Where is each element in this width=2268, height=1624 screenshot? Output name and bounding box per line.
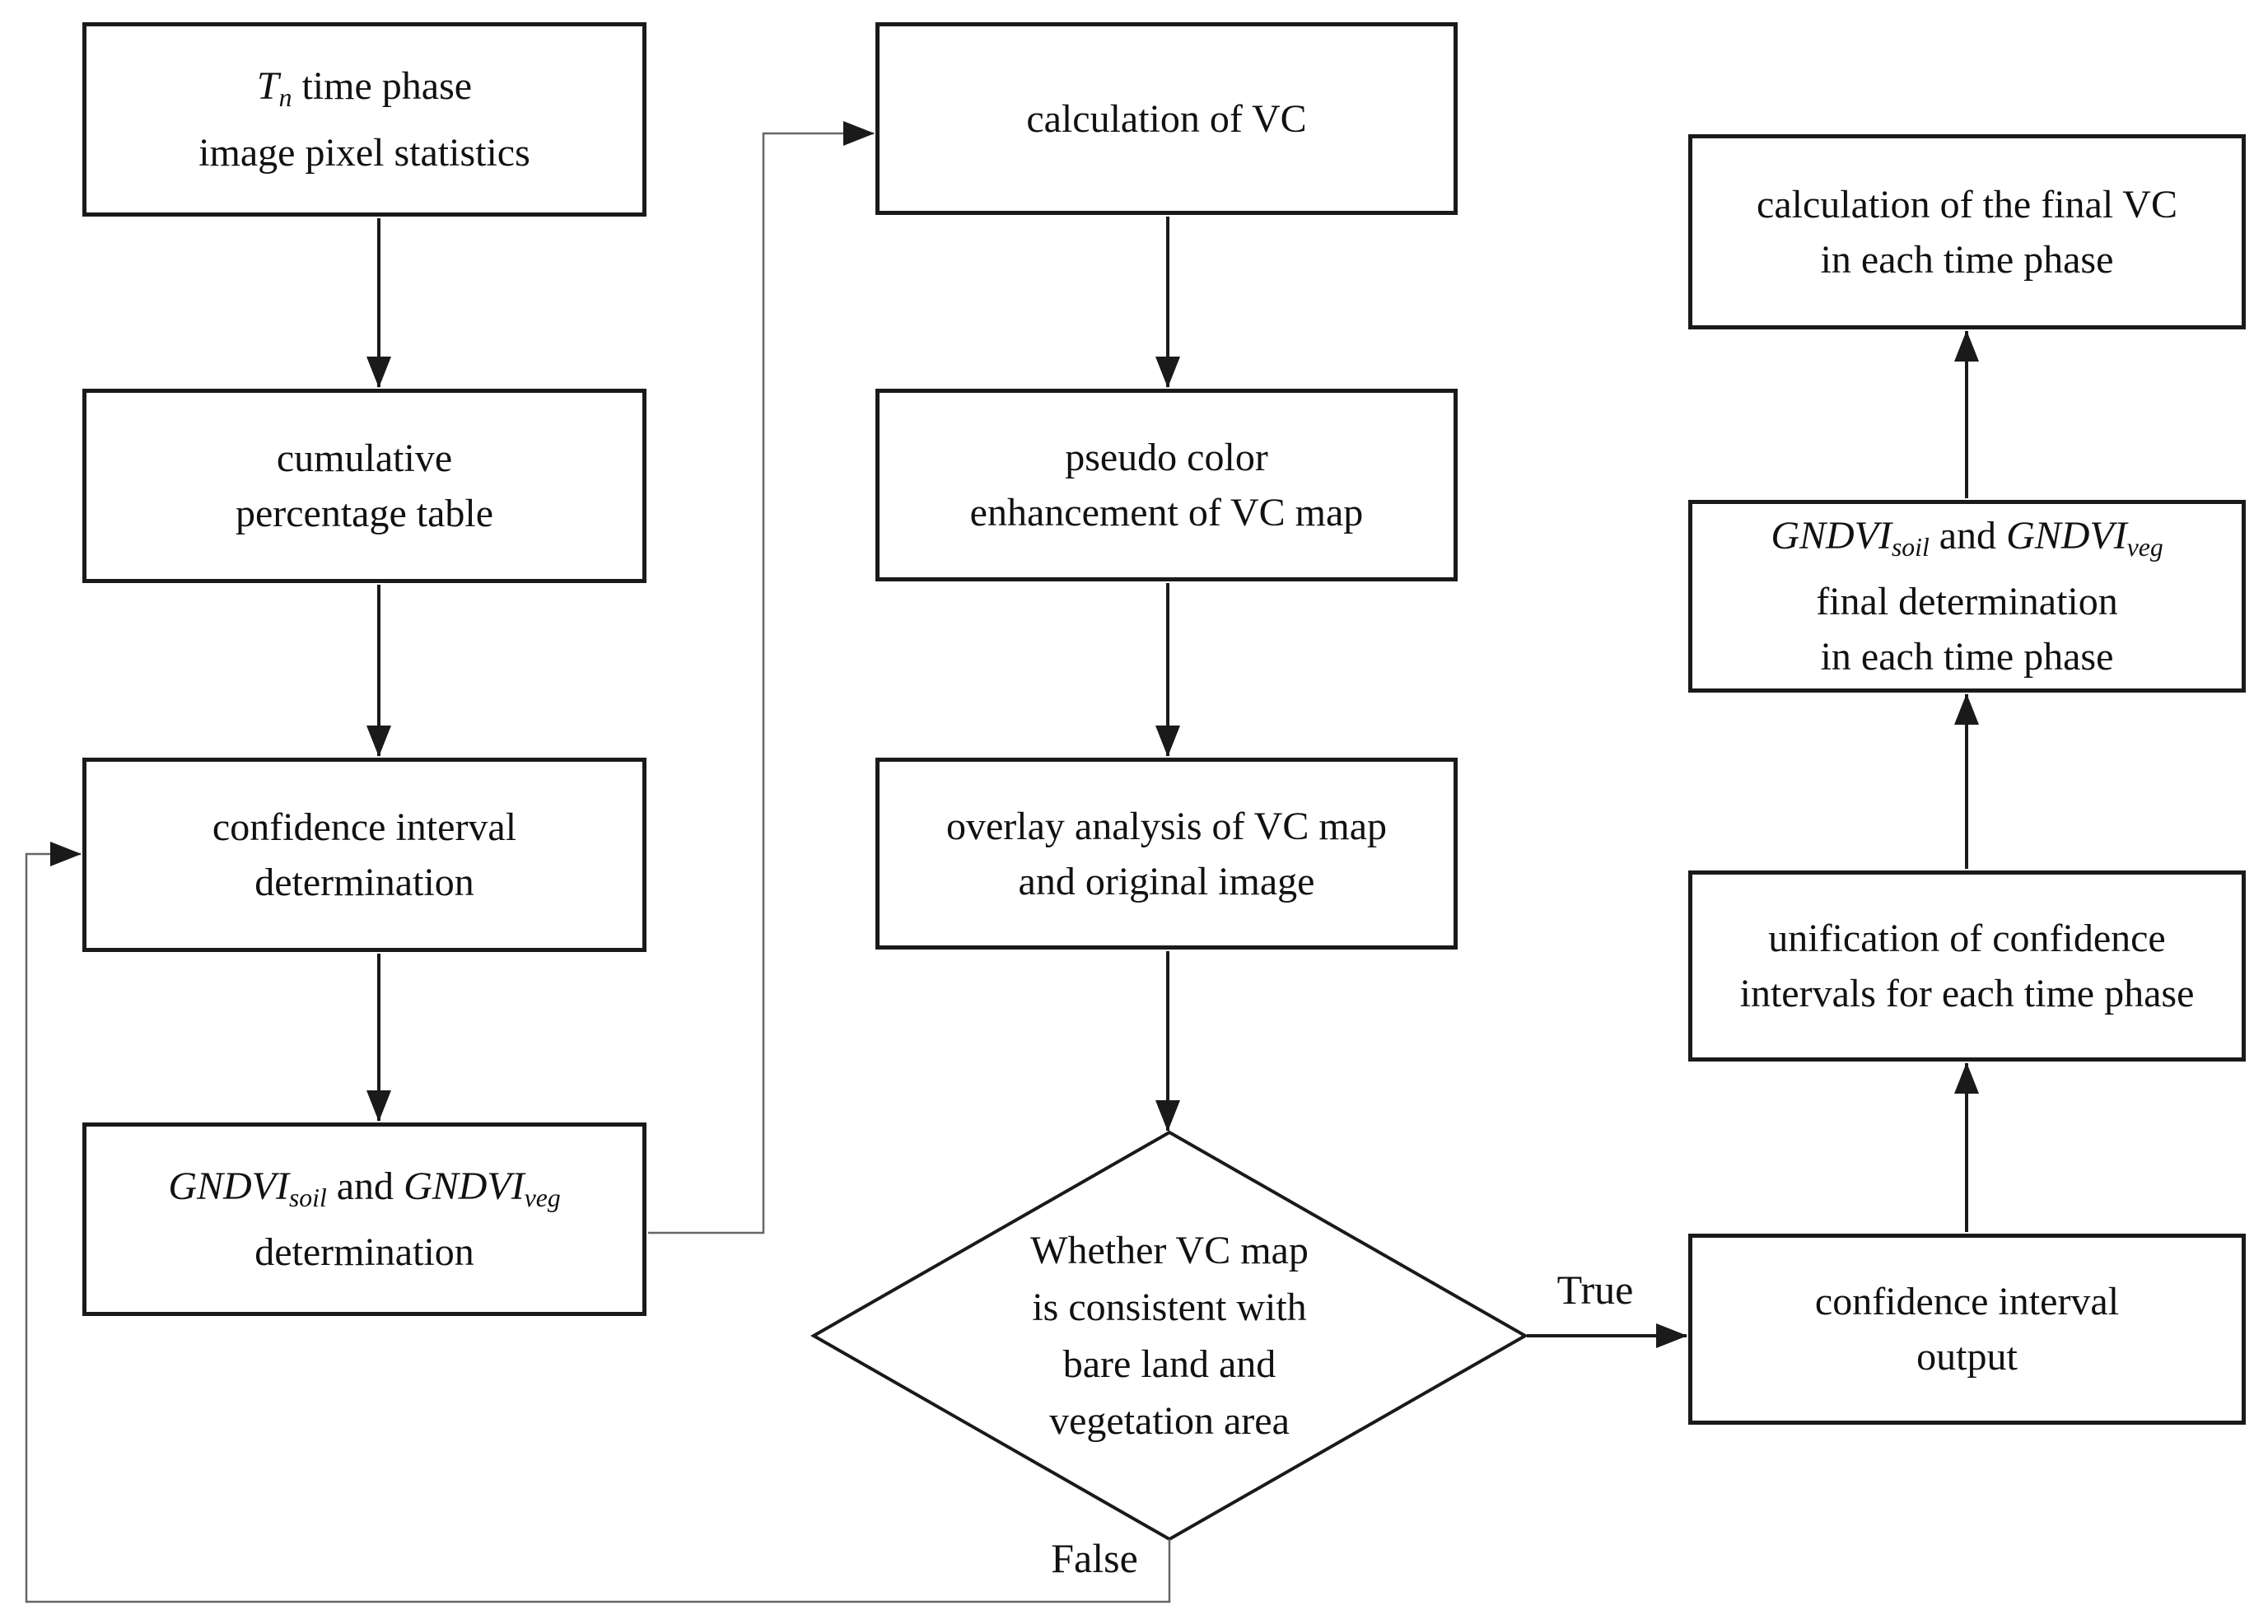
node-text-line: GNDVIsoil and GNDVIveg xyxy=(168,1164,561,1212)
edge-gndvi-to-calcvc-connector xyxy=(648,121,875,1234)
node-text-line: confidence interval xyxy=(1814,1280,2120,1323)
node-text-line: determination xyxy=(254,861,474,904)
node-text-line: GNDVIsoil and GNDVIveg xyxy=(1771,513,2163,562)
node-text-line: Whether VC map xyxy=(1030,1229,1309,1272)
node-pseudo-color-enhancement: pseudo color enhancement of VC map xyxy=(875,389,1458,581)
node-text-line: Tn time phase xyxy=(256,64,473,112)
node-unification-confidence-intervals: unification of confidence intervals for e… xyxy=(1688,870,2246,1062)
node-text-line: and original image xyxy=(1018,859,1315,903)
node-text-line: determination xyxy=(254,1230,474,1275)
node-text-line: enhancement of VC map xyxy=(969,491,1364,534)
node-confidence-interval-determination: confidence interval determination xyxy=(82,758,646,952)
node-text-line: overlay analysis of VC map xyxy=(945,804,1387,848)
node-text-line: bare land and xyxy=(1062,1342,1276,1386)
node-text-line: calculation of VC xyxy=(1026,96,1307,141)
node-text-line: confidence interval xyxy=(212,805,517,849)
node-text-line: pseudo color xyxy=(1065,436,1268,479)
node-calculation-of-vc: calculation of VC xyxy=(875,22,1458,215)
node-text-line: image pixel statistics xyxy=(198,130,530,175)
node-text-line: intervals for each time phase xyxy=(1739,972,2195,1015)
node-text-line: calculation of the final VC xyxy=(1757,182,2177,226)
node-gndvi-determination: GNDVIsoil and GNDVIveg determination xyxy=(82,1122,646,1316)
node-cumulative-percentage-table: cumulative percentage table xyxy=(82,389,646,583)
node-overlay-analysis: overlay analysis of VC map and original i… xyxy=(875,758,1458,950)
node-text-line: output xyxy=(1916,1335,2018,1379)
node-text-line: vegetation area xyxy=(1049,1399,1290,1443)
node-gndvi-final-determination: GNDVIsoil and GNDVIveg final determinatio… xyxy=(1688,500,2246,693)
node-calculation-final-vc: calculation of the final VC in each time … xyxy=(1688,134,2246,329)
node-text-line: cumulative xyxy=(276,436,453,480)
node-text-line: in each time phase xyxy=(1820,635,2114,679)
node-text-line: unification of confidence xyxy=(1768,917,2166,960)
node-text-line: in each time phase xyxy=(1820,237,2114,282)
false-label: False xyxy=(1051,1535,1138,1581)
node-confidence-interval-output: confidence interval output xyxy=(1688,1234,2246,1425)
node-text-line: final determination xyxy=(1816,580,2118,624)
edge-decision-false-feedback xyxy=(25,842,1171,1603)
node-time-phase-pixel-statistics: Tn time phase image pixel statistics xyxy=(82,22,646,217)
node-text-line: is consistent with xyxy=(1032,1286,1307,1329)
true-label: True xyxy=(1556,1267,1634,1313)
node-text-line: percentage table xyxy=(235,492,494,535)
decision-text-vc-map-consistency-decision: Whether VC map is consistent with bare lan… xyxy=(1030,1222,1309,1449)
